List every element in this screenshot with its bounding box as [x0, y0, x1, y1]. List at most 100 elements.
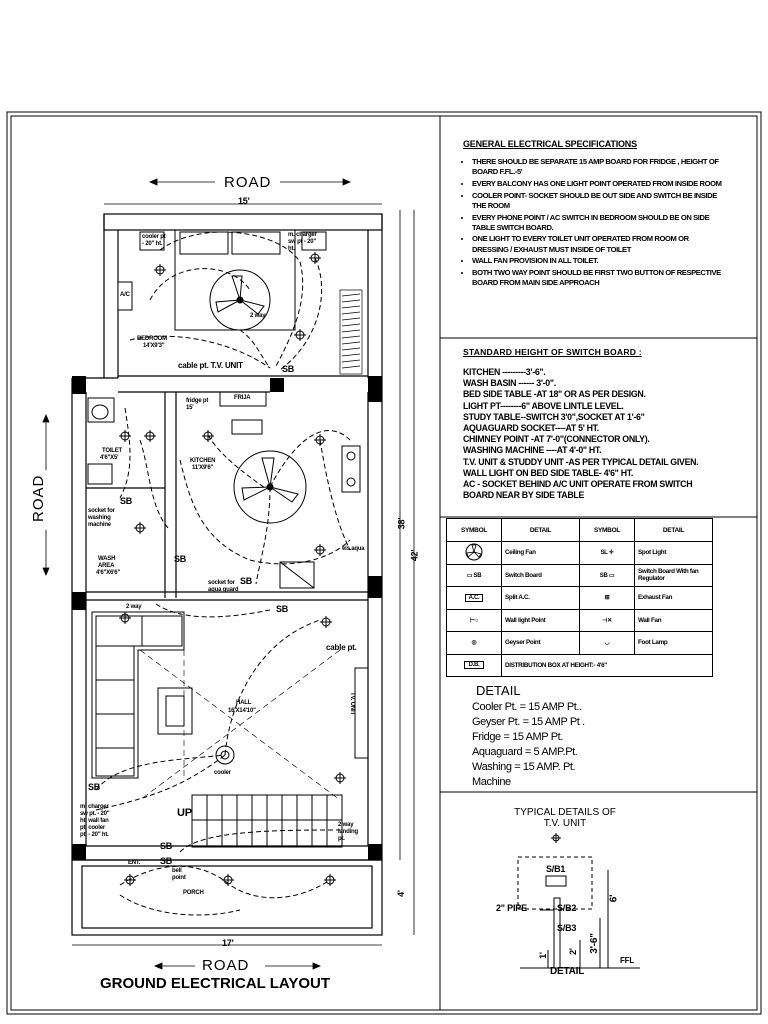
legend-detail: Wall Fan [634, 608, 713, 632]
kitchen-label: KITCHEN [190, 458, 216, 464]
legend-detail: Switch Board [501, 563, 580, 587]
tv-title-line1: TYPICAL DETAILS OF [514, 807, 616, 818]
general-specs-title: GENERAL ELECTRICAL SPECIFICATIONS [463, 139, 637, 149]
standard-height-list: KITCHEN ---------3'-6". WASH BASIN -----… [463, 367, 723, 501]
sb2-label: S/B2 [557, 903, 577, 913]
height-item: STUDY TABLE--SWITCH 3'0",SOCKET AT 1'-6" [463, 411, 645, 422]
legend-header: DETAIL [634, 518, 713, 542]
up-label: UP [177, 807, 192, 819]
toilet-fixtures [87, 397, 115, 485]
detail-item: Aquaguard = 5 AMP.Pt. [472, 746, 578, 758]
wardrobe [339, 289, 363, 375]
detail-item: Machine [472, 776, 511, 788]
foot-lamp-icon: ◡ [579, 631, 635, 655]
switch-board-label: SB [174, 554, 187, 564]
legend-detail: DISTRIBUTION BOX AT HEIGHT:- 4'6" [501, 653, 713, 677]
tv-detail-title: TYPICAL DETAILS OF T.V. UNIT [440, 807, 690, 829]
spec-item: EVERY PHONE POINT / AC SWITCH IN BEDROOM… [472, 213, 722, 233]
tv-unit-label: TV. UNIT [348, 692, 355, 715]
ceiling-fan-icon [446, 541, 502, 565]
kitchen-size: 11'X9'6" [192, 465, 214, 471]
tv-title-line2: T.V. UNIT [543, 818, 587, 829]
height-item: BED SIDE TABLE -AT 18" OR AS PER DESIGN. [463, 389, 646, 400]
fridge-pt-label: fridge pt 15' [186, 398, 209, 411]
detail-item: Washing = 15 AMP. Pt. [472, 761, 576, 773]
spot-light-icon: SL ✛ [579, 541, 635, 565]
height-item: WASHING MACHINE ----AT 4'-0" HT. [463, 445, 602, 456]
two-way-hall-label: 2 way [126, 604, 142, 610]
height-item: CHIMNEY POINT -AT 7'-0"(CONNECTOR ONLY). [463, 434, 650, 445]
switch-board-label: SB [160, 841, 173, 851]
tv-detail-caption: DETAIL [550, 966, 585, 977]
road-label-left: ROAD [30, 474, 47, 522]
spec-item: ONE LIGHT TO EVERY TOILET UNIT OPERATED … [472, 234, 722, 254]
cable-pt-label: cable pt. [326, 643, 357, 652]
dim-6ft: 6' [608, 894, 620, 903]
legend-detail: Switch Board With fan Regulator [634, 563, 713, 587]
porch-label: PORCH [183, 890, 204, 896]
hall-size: 16'X14'10" [228, 708, 256, 714]
dim-1ft: 1' [537, 952, 548, 959]
switch-board-label: SB [282, 364, 295, 374]
socket-aqua-label: socket for aqua guard [208, 580, 239, 593]
fridge-box-label: FRIJA [234, 395, 251, 401]
legend-detail: Ceiling Fan [501, 541, 580, 565]
dim-38: 38' [396, 517, 407, 530]
height-item: WASH BASIN ------ 3'-0". [463, 378, 556, 389]
spec-item: WALL FAN PROVISION IN ALL TOILET. [472, 256, 722, 266]
height-item: T.V. UNIT & STUDDY UNIT -AS PER TYPICAL … [463, 456, 699, 467]
dim-bottom: 17' [222, 938, 234, 948]
dim-3-6: 3'-6" [588, 933, 600, 954]
legend-detail: Geyser Point [501, 631, 580, 655]
dim-top: 15' [238, 196, 250, 206]
geyser-point-icon: ◎ [446, 631, 502, 655]
height-item: WALL LIGHT ON BED SIDE TABLE- 4'6" HT. [463, 467, 633, 478]
switch-board-label: SB [160, 856, 173, 866]
switch-board-label: SB [120, 496, 133, 506]
detail-title: DETAIL [476, 683, 521, 698]
bed [139, 229, 327, 331]
wall-fan-icon: ⊣✕ [579, 608, 635, 632]
dim-4: 4' [395, 890, 406, 897]
switch-board-icon: ▭ SB [446, 563, 502, 587]
height-item: AQUAGUARD SOCKET----AT 5' HT. [463, 423, 599, 434]
ent-label: ENT. [128, 860, 141, 866]
bedroom-size: 14'X9'3" [143, 343, 165, 349]
m-charger-hall-label: m. charger sw pt. - 20" ht. wall fan pt.… [80, 804, 110, 838]
legend-detail: Spot Light [634, 541, 713, 565]
height-item: KITCHEN ---------3'-6". [463, 367, 546, 377]
legend-header: DETAIL [501, 518, 580, 542]
switch-board-label: SB [88, 782, 101, 792]
pipe-label: 2" PIPE [496, 903, 527, 913]
m-charger-top-label: m. charger sw pt - 20" ht. [288, 232, 317, 252]
standard-height-title: STANDARD HEIGHT OF SWITCH BOARD : [463, 347, 642, 357]
bedroom-label: BEDROOM [137, 336, 167, 342]
wiring [95, 231, 351, 916]
symbol-legend: SYMBOL DETAIL SYMBOL DETAIL Ceiling Fan … [446, 518, 713, 677]
cable-pt-tv-label: cable pt. T.V. UNIT [178, 361, 243, 370]
switch-board-regulator-icon: SB ▭ [579, 563, 635, 587]
cooler-label: cooler [214, 770, 231, 776]
switch-board-label: SB [240, 576, 253, 586]
sb3-label: S/B3 [557, 923, 577, 933]
hall-diagonals [139, 649, 341, 801]
kitchen-fixtures [219, 391, 361, 589]
legend-detail: Foot Lamp [634, 631, 713, 655]
two-way-landing-label: 2 way landing pt. [338, 822, 358, 842]
distribution-box-icon: D.B. [446, 653, 502, 677]
legend-detail: Wall light Point [501, 608, 580, 632]
general-specs-list: THERE SHOULD BE SEPARATE 15 AMP BOARD FO… [452, 157, 722, 290]
height-item: LIGHT PT--------6" ABOVE LINTLE LEVEL. [463, 400, 624, 411]
legend-header: SYMBOL [579, 518, 635, 542]
sofa [91, 611, 369, 779]
spec-item: COOLER POINT- SOCKET SHOULD BE OUT SIDE … [472, 191, 722, 211]
split-ac-icon: A.C. [446, 586, 502, 610]
ffl-label: FFL [620, 956, 635, 965]
stairs [191, 794, 343, 848]
hall-label: HALL [236, 700, 252, 706]
detail-list: Cooler Pt. = 15 AMP Pt.. Geyser Pt. = 15… [472, 700, 585, 790]
two-way-bedroom-label: 2 way [250, 313, 266, 319]
wall-light-icon: ⊢○ [446, 608, 502, 632]
